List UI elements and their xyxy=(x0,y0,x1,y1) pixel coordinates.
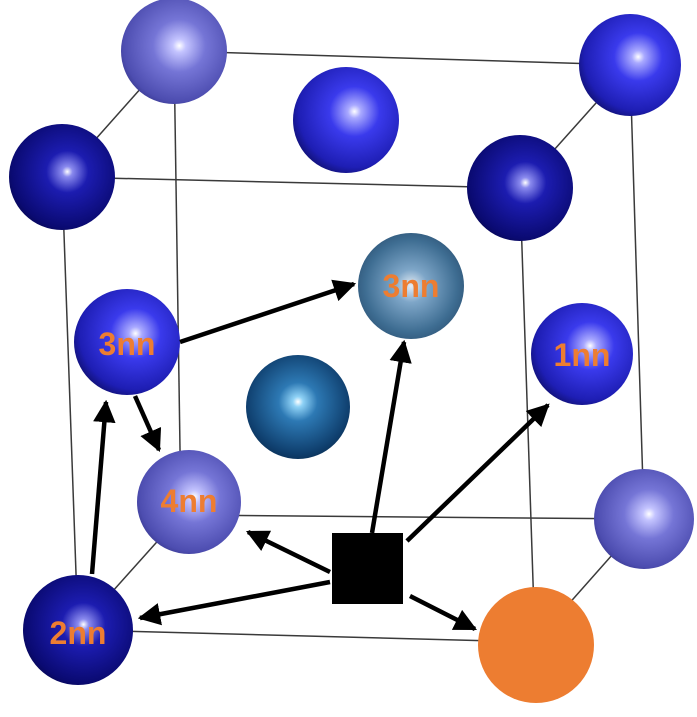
jump-arrows xyxy=(89,279,550,632)
atom-3nn-top xyxy=(358,233,464,339)
edge-front-left xyxy=(61,176,79,631)
atom-top-face-center xyxy=(293,67,399,173)
solute-atom xyxy=(478,587,594,703)
arrow-vacancy-to-3nn-top xyxy=(369,339,412,534)
atom-front-top-right xyxy=(467,135,573,241)
arrow-vacancy-to-solute xyxy=(408,593,478,632)
atom-3nn-left xyxy=(74,289,180,395)
label-4nn: 4nn xyxy=(161,483,218,519)
atom-back-top-left xyxy=(121,0,227,104)
label-2nn: 2nn xyxy=(50,615,107,651)
atom-4nn xyxy=(137,450,241,554)
label-3nn-left: 3nn xyxy=(99,326,156,362)
atom-front-top-left xyxy=(9,124,115,230)
label-1nn: 1nn xyxy=(554,337,611,373)
atom-1nn xyxy=(531,303,633,405)
atom-back-top-right xyxy=(579,14,681,116)
arrow-vacancy-to-2nn xyxy=(137,579,331,626)
atom-back-bottom-right xyxy=(594,469,694,569)
atom-2nn xyxy=(23,575,133,685)
atom-body-center xyxy=(246,355,350,459)
edge-back-top xyxy=(173,50,631,66)
arrow-vacancy-to-4nn xyxy=(245,529,331,575)
vacancy-square xyxy=(332,533,403,604)
label-3nn-top: 3nn xyxy=(383,268,440,304)
edge-back-right xyxy=(629,64,645,520)
edge-front-right xyxy=(519,187,536,643)
edge-front-bottom xyxy=(77,629,536,643)
edge-back-left xyxy=(173,50,182,516)
arrow-2nn-to-3nn-left xyxy=(89,399,116,575)
arrow-vacancy-to-1nn xyxy=(405,403,550,543)
arrow-3nn-left-to-3nn-top xyxy=(179,279,357,345)
arrow-3nn-left-to-4nn xyxy=(132,395,162,453)
edge-front-top xyxy=(61,176,521,189)
edge-back-bottom xyxy=(180,514,645,520)
